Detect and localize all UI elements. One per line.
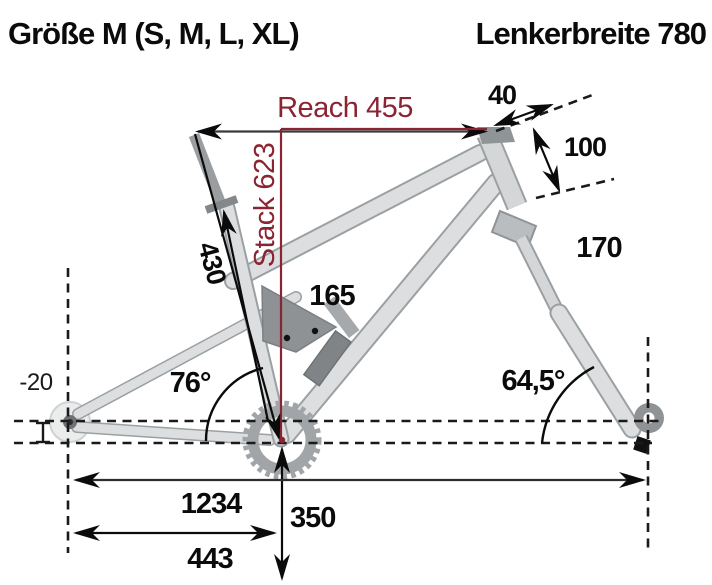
bb-center-dot <box>278 436 286 444</box>
fork-travel-label: 170 <box>576 232 621 264</box>
head-tube <box>478 130 526 210</box>
reach-label: Reach 455 <box>277 92 413 124</box>
size-title: Größe M (S, M, L, XL) <box>8 16 299 51</box>
handlebar-width-title: Lenkerbreite 780 <box>476 16 706 51</box>
bb-drop-bracket <box>36 421 50 444</box>
seat-tube <box>220 201 288 446</box>
head-angle-label: 64,5° <box>501 365 564 397</box>
wheelbase-label: 1234 <box>181 488 242 520</box>
head-angle-arc <box>540 365 595 444</box>
seat-angle-arc <box>204 366 264 442</box>
head-tube-bottom-dashed-line <box>535 177 615 200</box>
crank-length-label: 165 <box>309 280 355 312</box>
seat-tube-dimension-line <box>221 209 270 422</box>
stem-length-label: 40 <box>488 80 516 110</box>
seat-angle-label: 76° <box>170 367 211 399</box>
down-tube <box>279 175 504 442</box>
fork-lower-leg <box>551 305 640 437</box>
shock-body <box>302 329 353 387</box>
dimension-lines <box>73 103 646 581</box>
chainstay-label: 443 <box>187 543 233 575</box>
bb-height-label: 350 <box>290 502 335 534</box>
seat-angle-line <box>193 133 281 441</box>
chainring-teeth <box>242 400 322 480</box>
rocker-pivot-rear <box>311 327 319 335</box>
frame <box>49 127 664 480</box>
top-tube <box>226 146 487 288</box>
head-tube-length-label: 100 <box>564 132 606 162</box>
stack-label: Stack 623 <box>249 143 281 267</box>
front-dropout <box>633 436 651 454</box>
stem-dimension-line <box>493 103 554 127</box>
head-tube-dimension-line <box>532 127 561 193</box>
shock-upper-mount <box>323 296 360 338</box>
fork-stanchion <box>516 235 566 321</box>
rocker-pivot-front <box>283 334 291 342</box>
chain-stay <box>72 422 275 445</box>
seat-clamp <box>204 195 239 214</box>
bb-drop-label: -20 <box>19 369 52 396</box>
